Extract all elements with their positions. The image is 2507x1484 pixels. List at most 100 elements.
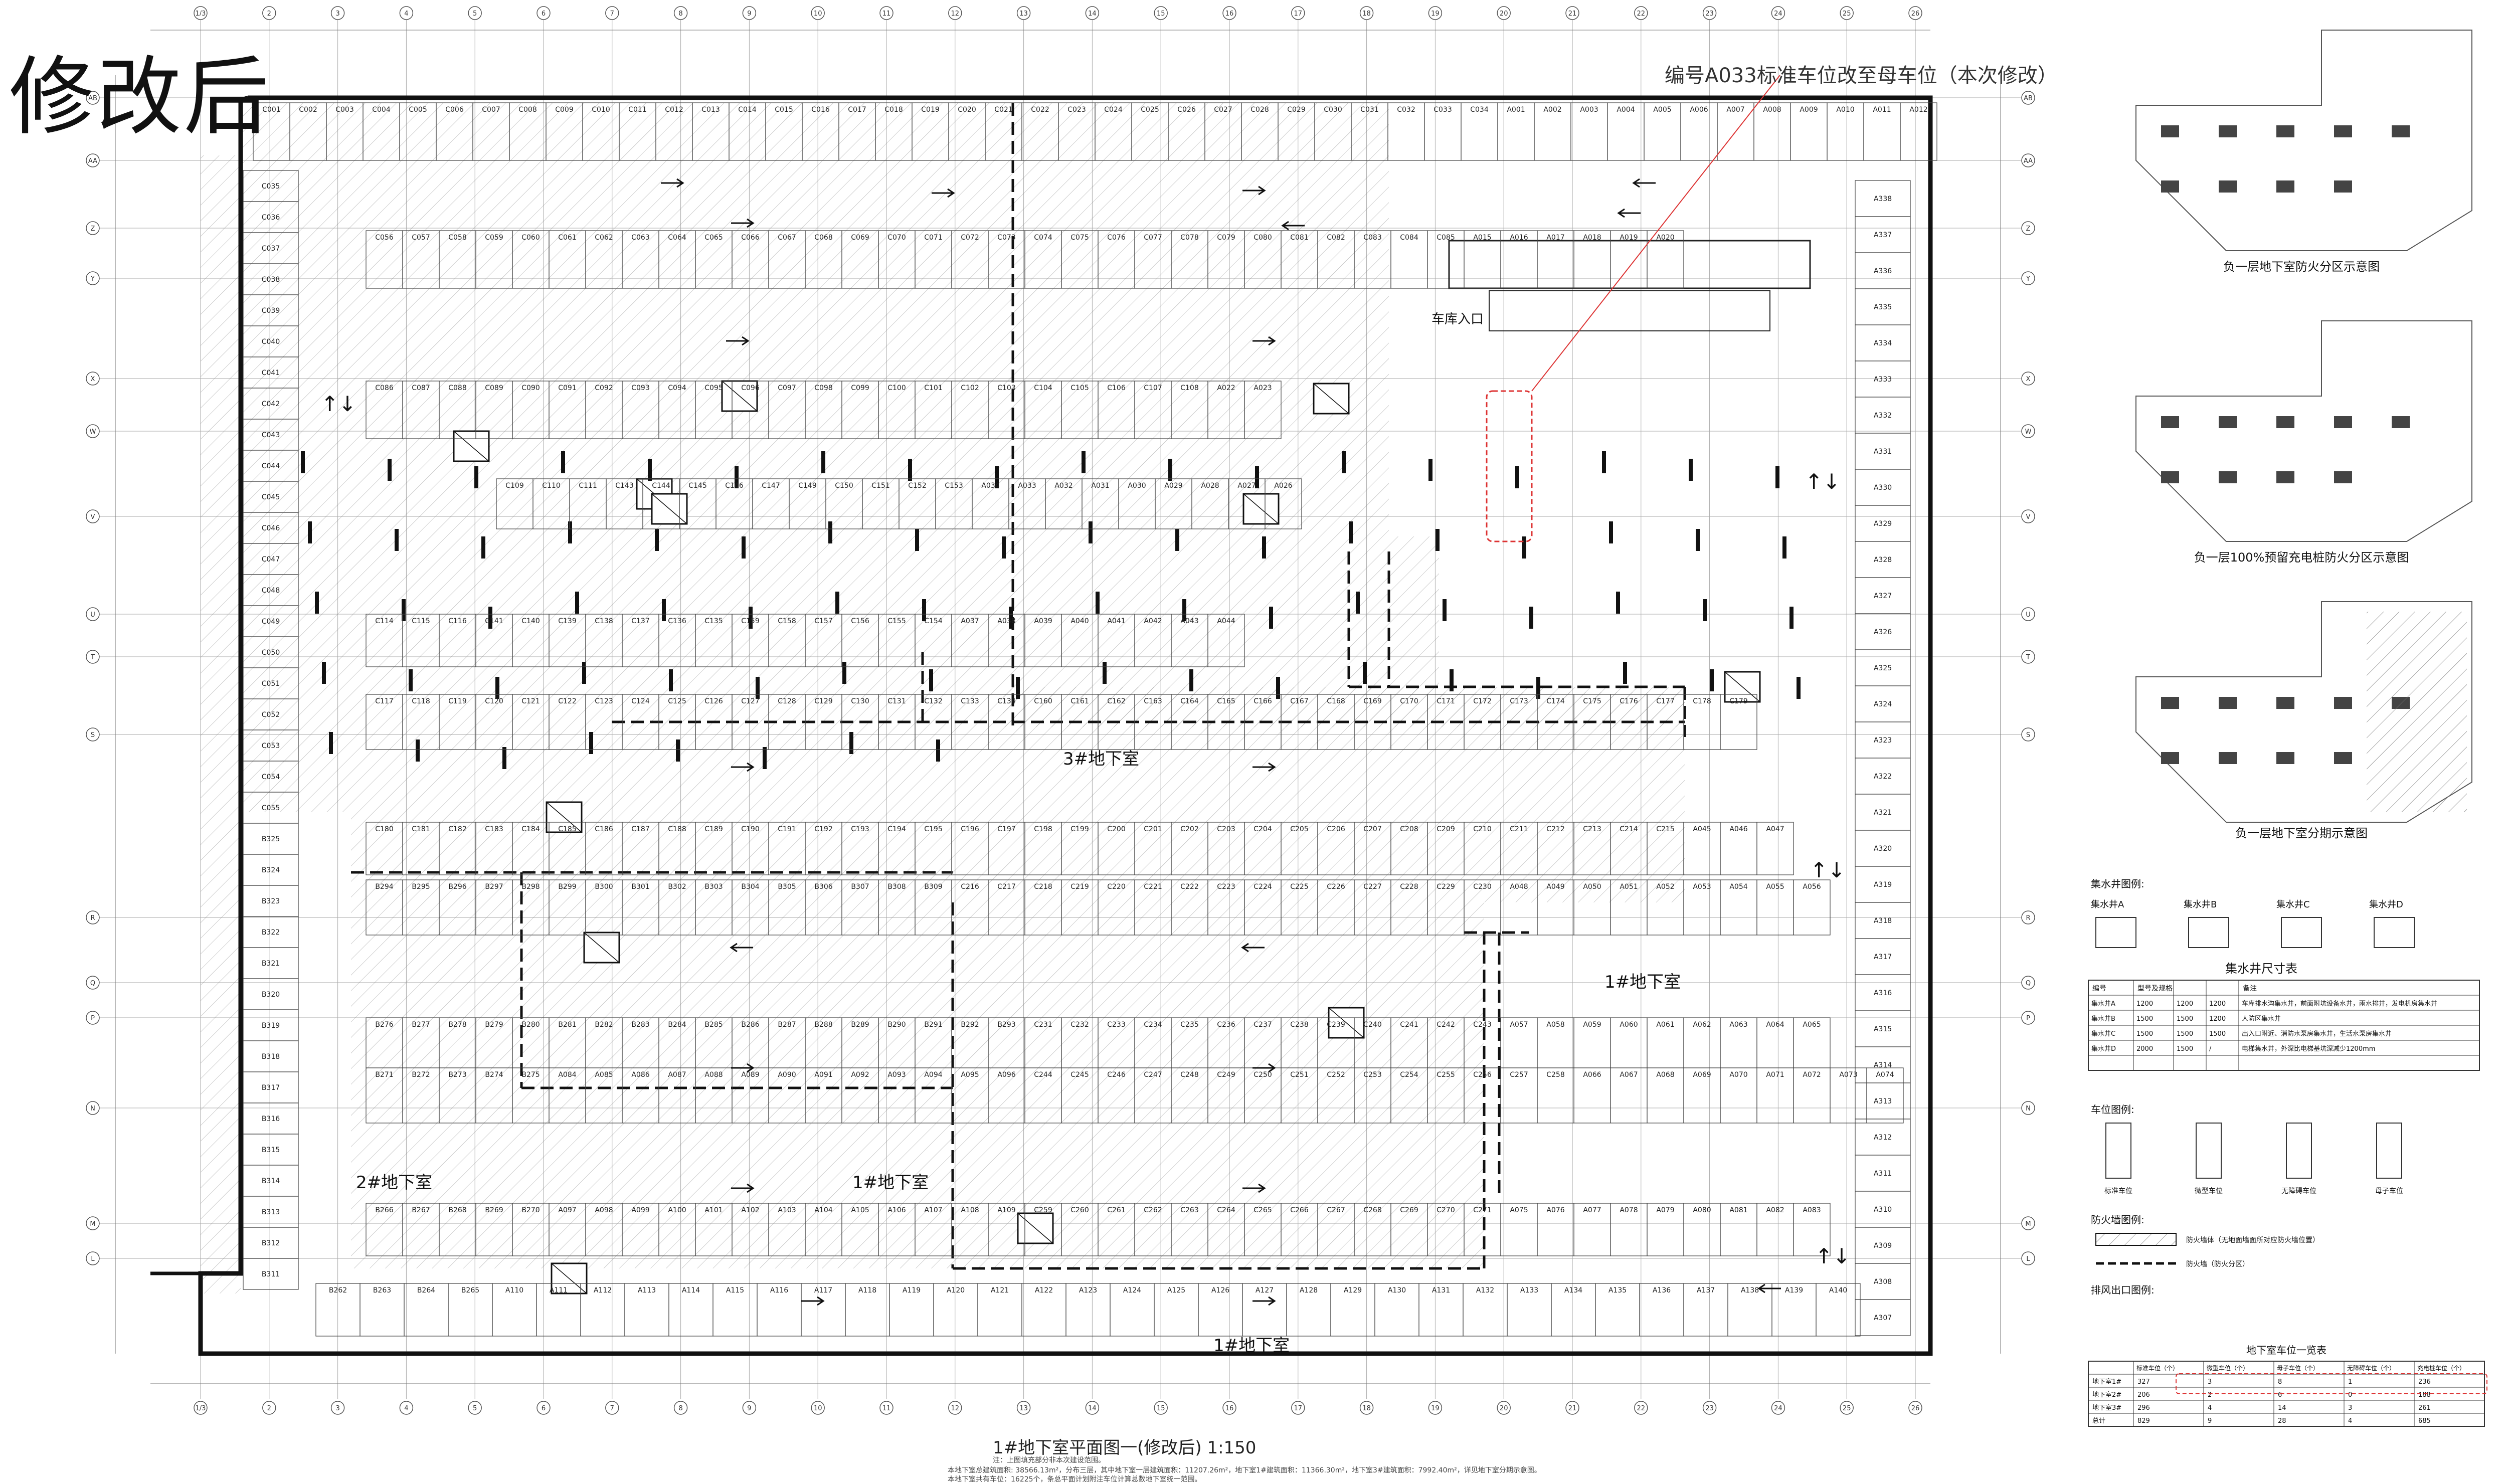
parking-stall-label: C091	[558, 384, 577, 392]
parking-stall-label: C088	[448, 384, 467, 392]
parking-stall-label: C070	[887, 234, 906, 242]
axis-bubble-left	[86, 976, 100, 990]
parking-stall-label: C170	[1400, 697, 1418, 705]
parking-stall-label: A060	[1620, 1021, 1638, 1029]
axis-label-right: Y	[2026, 275, 2030, 283]
structural-column	[1356, 592, 1360, 614]
axis-label-bottom: 14	[1088, 1405, 1097, 1412]
parking-stall-label: A074	[1876, 1071, 1894, 1079]
axis-label-bottom: 6	[542, 1405, 546, 1412]
parking-stall-label: A080	[1693, 1206, 1711, 1214]
parking-stall-label: C253	[1363, 1071, 1382, 1079]
parking-stall-label: C182	[448, 825, 467, 833]
axis-bubble-right	[2021, 424, 2035, 438]
sump-type-symbol	[2374, 917, 2415, 948]
axis-bubble-bottom	[330, 1401, 345, 1415]
sump-table-cell: 电梯集水井，外深比电梯基坑深减少1200mm	[2242, 1045, 2375, 1053]
parking-stall-label: C079	[1217, 234, 1235, 242]
axis-bubble-top	[1771, 6, 1785, 20]
structural-column	[749, 607, 753, 629]
parking-stall-label: A099	[631, 1206, 649, 1214]
axis-bubble-top	[948, 6, 962, 20]
parking-stall-label: C220	[1107, 883, 1126, 891]
key-diagram-block	[2334, 180, 2352, 193]
parking-stall-label: A045	[1693, 825, 1711, 833]
parking-stall-label: A090	[778, 1071, 796, 1079]
parking-stall-label: C154	[924, 617, 943, 625]
smoke-legend-title: 排风出口图例:	[2091, 1284, 2155, 1296]
parking-stall-label: A028	[1201, 482, 1219, 490]
parking-stall-label: C206	[1327, 825, 1345, 833]
parking-stall-label: C140	[521, 617, 540, 625]
axis-bubble-bottom	[1428, 1401, 1443, 1415]
axis-label-right: X	[2026, 376, 2031, 383]
parking-stall-label: B299	[558, 883, 576, 891]
parking-stall-label: C087	[412, 384, 430, 392]
parking-stall-label: C216	[961, 883, 979, 891]
parking-stall-label: A312	[1874, 1134, 1892, 1142]
key-diagram-block	[2392, 416, 2410, 428]
parking-stall-label: A113	[638, 1286, 656, 1294]
parking-stall-label: C118	[412, 697, 430, 705]
parking-stall-label: C134	[997, 697, 1016, 705]
zone-label: 1#地下室	[1213, 1336, 1290, 1356]
parking-stall-label: C184	[521, 825, 540, 833]
axis-bubble-right	[2021, 221, 2035, 235]
axis-bubble-top	[605, 6, 619, 20]
parking-stall-label: C055	[262, 804, 280, 812]
parking-stall-label: A063	[1729, 1021, 1747, 1029]
drive-arrow-head	[676, 178, 684, 188]
structural-column	[1689, 459, 1693, 481]
parking-stall-label: C190	[741, 825, 760, 833]
parking-stall-label: C084	[1400, 234, 1418, 242]
parking-stall-label: A108	[961, 1206, 979, 1214]
parking-stall-label: C120	[485, 697, 503, 705]
parking-stall-label: C011	[628, 106, 647, 114]
structural-column	[474, 466, 478, 488]
parking-stall-label: C060	[521, 234, 540, 242]
parking-stall-label: C147	[762, 482, 780, 490]
axis-label-top: 10	[814, 10, 822, 18]
parking-stall-label: A332	[1874, 412, 1892, 420]
parking-stall-label: C108	[1180, 384, 1199, 392]
structural-column	[1276, 677, 1280, 699]
parking-summary-cell: 236	[2418, 1378, 2431, 1386]
parking-stall-label: A052	[1656, 883, 1674, 891]
parking-stall-label: A107	[924, 1206, 942, 1214]
parking-stall-label: C040	[262, 338, 280, 346]
parking-stall-label: A316	[1874, 989, 1892, 997]
parking-stall-label: A101	[704, 1206, 723, 1214]
parking-stall-label: A125	[1167, 1286, 1185, 1294]
parking-stall-label: A073	[1839, 1071, 1857, 1079]
parking-stall-label: C069	[851, 234, 869, 242]
axis-label-top: 23	[1705, 10, 1714, 18]
parking-stall-label: A323	[1874, 736, 1892, 745]
parking-stall-label: C188	[668, 825, 686, 833]
axis-label-left: N	[90, 1105, 95, 1112]
parking-stall-label: B281	[558, 1021, 576, 1029]
structural-column	[1436, 529, 1440, 551]
parking-stall-label: B319	[262, 1022, 280, 1030]
sump-type-label: 集水井B	[2184, 899, 2217, 910]
key-diagram-title: 负一层地下室防火分区示意图	[2223, 260, 2380, 274]
structural-column	[1529, 607, 1533, 629]
parking-stall-label: A122	[1035, 1286, 1053, 1294]
parking-stall-label: C230	[1473, 883, 1492, 891]
parking-stall-label: C099	[851, 384, 869, 392]
zone-label: 2#地下室	[356, 1173, 432, 1193]
axis-label-right: AA	[2024, 157, 2033, 165]
parking-stall-label: C017	[848, 106, 866, 114]
structural-column	[763, 747, 767, 769]
parking-stall-label: C019	[921, 106, 940, 114]
parking-stall-label: A027	[1237, 482, 1256, 490]
sump-table-cell: 1500	[2177, 1045, 2193, 1053]
parking-stall-label: B289	[851, 1021, 869, 1029]
structural-column	[388, 459, 392, 481]
parking-stall-label: B322	[262, 929, 280, 937]
parking-stall-label: C119	[448, 697, 467, 705]
sump-type-symbol	[2281, 917, 2322, 948]
axis-bubble-right	[2021, 509, 2035, 523]
parking-stall-label: B280	[521, 1021, 540, 1029]
parking-stall-label: A317	[1874, 953, 1892, 961]
parking-stall-label: C133	[961, 697, 979, 705]
